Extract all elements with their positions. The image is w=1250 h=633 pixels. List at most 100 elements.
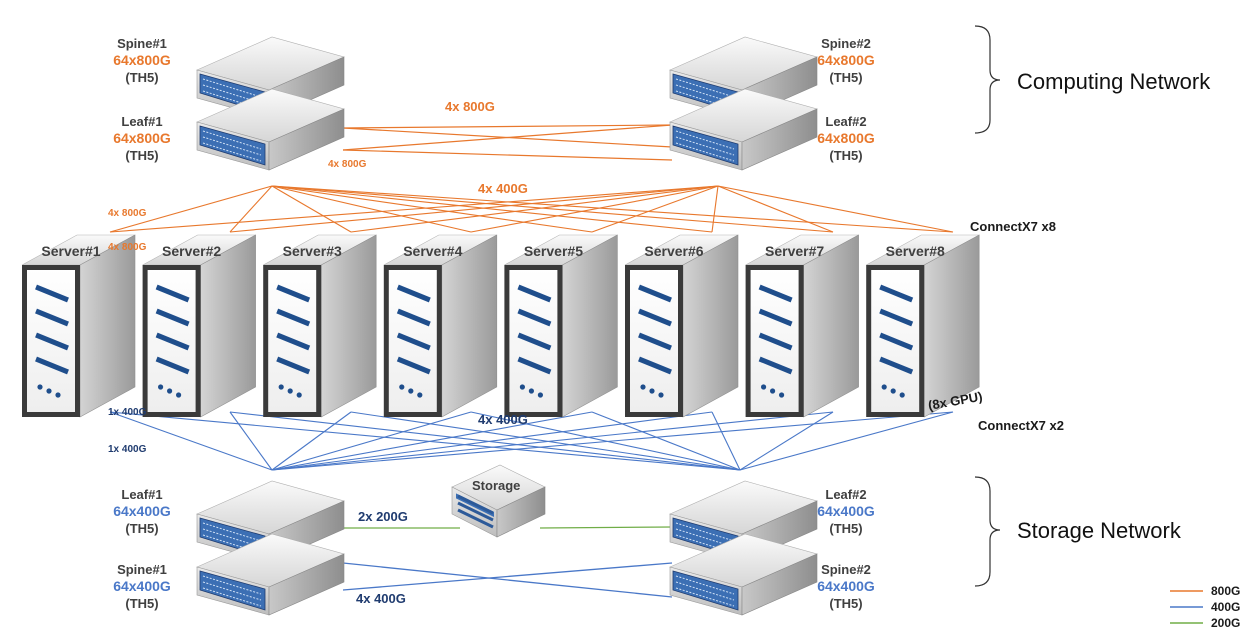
comp-spine2-name: Spine#2 [821,36,871,51]
stor-spine1-spec: 64x400G [113,578,171,594]
link-400g-leaf1-server1 [109,411,273,471]
comp-spine1-name: Spine#1 [117,36,167,51]
link-800g-leaf2-server3 [350,185,719,233]
legend-label-800g: 800G [1211,584,1240,598]
link-800g-leaf1-server6 [271,185,713,233]
link-800g-leaf2-server2 [229,185,719,233]
link-label-comp-small: 4x 800G [328,159,367,170]
legend-label-200g: 200G [1211,616,1240,630]
computing-brace [974,25,1001,134]
link-800g-leaf2-server1 [109,185,719,233]
server-6-label: Server#6 [644,243,703,259]
link-400g-leaf2-server4 [470,411,741,471]
server-8: Server#8 [866,234,980,418]
comp-spine2-chip: (TH5) [829,70,862,85]
legend: 800G 400G 200G [1170,584,1240,630]
link-800g-leaf1-server8 [271,185,954,233]
links-800g-fan [109,185,954,233]
link-400g-leaf2-server3 [350,411,741,471]
stor-spine1-name: Spine#1 [117,562,167,577]
server-8-label: Server#8 [886,243,945,259]
stor-spine2-name: Spine#2 [821,562,871,577]
comp-spine1-chip: (TH5) [125,70,158,85]
stor-leaf1-spec: 64x400G [113,503,171,519]
comp-leaf2-switch [669,88,818,171]
comp-leaf2-name: Leaf#2 [825,114,866,129]
server-7-label: Server#7 [765,243,824,259]
nic-computing: ConnectX7 x8 [970,219,1056,234]
server-5: Server#5 [504,234,618,418]
link-800g-leaf1-server1 [109,185,273,233]
comp-leaf1-name: Leaf#1 [121,114,162,129]
link-800g-leaf1-server7 [271,185,834,233]
link-label-storage: 2x 200G [358,509,408,524]
computing-network-label: Computing Network [1017,69,1211,94]
link-800g-leaf2-server6 [711,185,719,233]
storage-device: Storage [451,464,546,538]
stor-spine2-spec: 64x400G [817,578,875,594]
stor-leaf1-name: Leaf#1 [121,487,162,502]
stor-leaf2-spec: 64x400G [817,503,875,519]
stor-leaf2-chip: (TH5) [829,521,862,536]
server-5-label: Server#5 [524,243,583,259]
link-800g-leaf2-server8 [717,185,954,233]
link-400g-leaf1-server2 [229,411,273,471]
comp-leaf1-chip: (TH5) [125,148,158,163]
legend-label-400g: 400G [1211,600,1240,614]
link-800g-leaf1-server4 [271,185,472,233]
links-200g [343,526,673,529]
storage-brace [974,476,1001,587]
link-label-stor-server-leaf: 4x 400G [478,412,528,427]
link-800g-leaf1-server2 [229,185,273,233]
link-400g-leaf2-server5 [591,411,741,471]
server-2-label: Server#2 [162,243,221,259]
comp-spine2-spec: 64x800G [817,52,875,68]
server-4: Server#4 [383,234,498,418]
server-4-label: Server#4 [403,243,462,259]
server-2: Server#2 [142,234,256,418]
storage-label: Storage [472,478,520,493]
link-400g-leaf2-server7 [739,411,834,471]
stor-spine1-chip: (TH5) [125,596,158,611]
comp-leaf1-spec: 64x800G [113,130,171,146]
server-1: Server#1 [21,234,136,418]
link-400g-leaf2-server8 [739,411,954,471]
link-400g-leaf1-server6 [271,411,713,471]
stor-leaf1-chip: (TH5) [125,521,158,536]
server-7: Server#7 [745,234,859,418]
link-label-stor-server-2: 1x 400G [108,444,147,455]
links-400g-fan [109,411,954,471]
comp-spine1-spec: 64x800G [113,52,171,68]
link-400g-leaf2-server6 [711,411,741,471]
comp-leaf1-switch [196,88,345,171]
link-400g-leaf1-server4 [271,411,472,471]
storage-network-label: Storage Network [1017,518,1182,543]
stor-leaf2-name: Leaf#2 [825,487,866,502]
server-1-label: Server#1 [41,243,100,259]
server-3: Server#3 [263,234,377,418]
link-label-comp-server-2: 4x 800G [108,242,147,253]
server-6: Server#6 [624,234,739,418]
link-800g-leaf1-server5 [271,185,593,233]
link-800g-leaf2-server5 [591,185,719,233]
link-label-comp-leaf-server: 4x 400G [478,181,528,196]
stor-spine2-chip: (TH5) [829,596,862,611]
comp-leaf2-spec: 64x800G [817,130,875,146]
comp-leaf2-chip: (TH5) [829,148,862,163]
link-400g-leaf2-server2 [229,411,741,471]
link-400g-leaf2-server1 [109,411,741,471]
link-400g-leaf1-server5 [271,411,593,471]
link-800g-leaf2-server7 [717,185,834,233]
link-400g-leaf1-server7 [271,411,834,471]
link-label-comp-spine-leaf: 4x 800G [445,99,495,114]
server-3-label: Server#3 [283,243,342,259]
link-400g-leaf1-server3 [271,411,352,471]
stor-spine1-switch [196,533,345,616]
link-800g-leaf1-server3 [271,185,352,233]
link-label-stor-spine-leaf: 4x 400G [356,591,406,606]
link-800g-leaf2-server4 [470,185,719,233]
nic-storage: ConnectX7 x2 [978,418,1064,433]
link-label-stor-server-1: 1x 400G [108,407,147,418]
stor-spine2-switch [669,533,818,616]
